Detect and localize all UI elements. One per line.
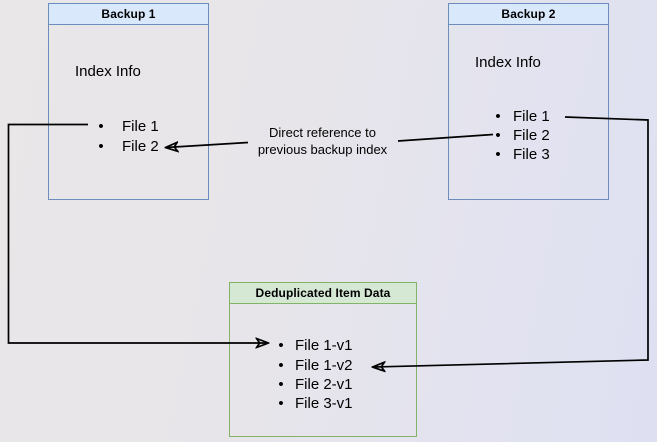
file-list-item: • File 1 [492, 107, 550, 126]
file-label: File 2-v1 [295, 375, 353, 393]
bullet-icon: • [278, 395, 284, 413]
backup-2-file-list: • File 1 • File 2 • File 3 [492, 107, 550, 164]
dedup-file-list: • File 1-v1 • File 1-v2 • File 2-v1 • Fi… [275, 336, 353, 414]
file-list-item: • File 2-v1 [275, 375, 353, 394]
file-list-item: • File 1 [95, 116, 159, 136]
file-label: File 1-v1 [295, 337, 353, 355]
file-label: File 2 [122, 137, 159, 155]
bullet-icon: • [495, 108, 501, 125]
file-list-item: • File 2 [95, 136, 159, 156]
file-label: File 3-v1 [295, 395, 353, 413]
node-deduplicated-item-data[interactable]: Deduplicated Item Data [229, 282, 417, 437]
node-backup-2[interactable]: Backup 2 [448, 3, 609, 200]
node-dedup-title: Deduplicated Item Data [230, 283, 416, 304]
backup-2-index-info-label: Index Info [475, 54, 541, 71]
node-backup-2-title: Backup 2 [449, 4, 608, 25]
bullet-icon: • [278, 337, 284, 355]
file-label: File 3 [513, 146, 550, 163]
file-list-item: • File 1-v2 [275, 355, 353, 374]
edge-label-direct-reference: Direct reference to previous backup inde… [232, 125, 413, 158]
edge-label-line-2: previous backup index [257, 141, 388, 157]
file-list-item: • File 1-v1 [275, 336, 353, 355]
file-label: File 1 [513, 108, 550, 125]
bullet-icon: • [98, 137, 104, 155]
bullet-icon: • [495, 146, 501, 163]
file-list-item: • File 3 [492, 145, 550, 164]
node-backup-1[interactable]: Backup 1 [48, 3, 209, 200]
file-list-item: • File 2 [492, 126, 550, 145]
backup-1-index-info-label: Index Info [75, 63, 141, 80]
backup-1-file-list: • File 1 • File 2 [95, 116, 159, 156]
file-label: File 1 [122, 117, 159, 135]
bullet-icon: • [98, 117, 104, 135]
bullet-icon: • [278, 356, 284, 374]
edge-label-line-1: Direct reference to [269, 125, 376, 140]
node-backup-1-title: Backup 1 [49, 4, 208, 25]
bullet-icon: • [278, 375, 284, 393]
file-label: File 2 [513, 127, 550, 144]
bullet-icon: • [495, 127, 501, 144]
file-label: File 1-v2 [295, 356, 353, 374]
file-list-item: • File 3-v1 [275, 394, 353, 413]
